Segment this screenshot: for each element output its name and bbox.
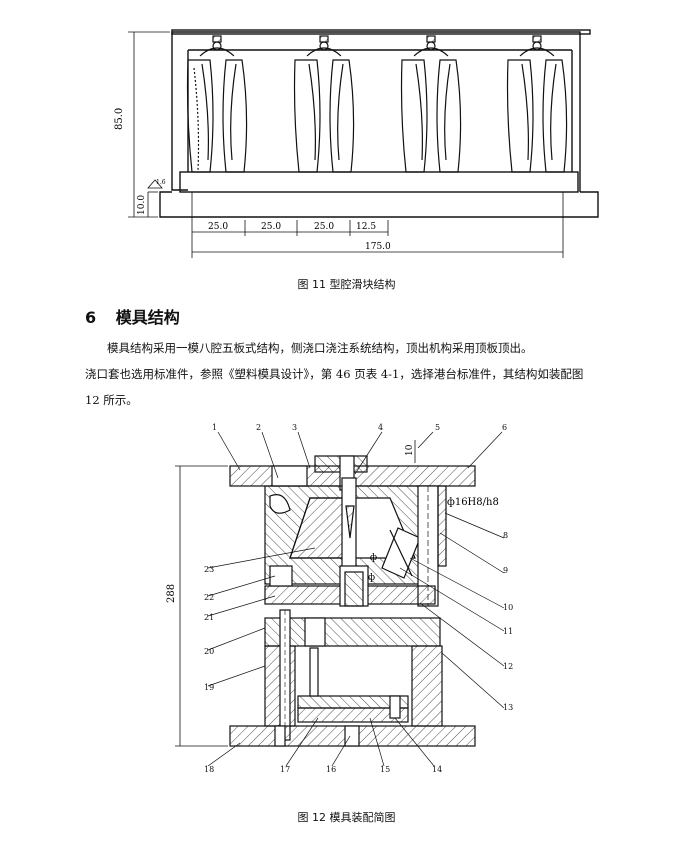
dim-width-3: 25.0 [314,222,334,232]
dim-width-1: 25.0 [208,222,228,232]
callout-labels: 1 2 3 4 5 6 8 9 10 11 12 13 14 15 16 17 … [204,423,513,774]
callout-leaders [207,431,505,767]
cavity-group-1 [186,35,248,173]
paragraph-line-3: 12 所示。 [85,393,138,407]
dim-width-total: 175.0 [365,242,391,252]
callout-14: 14 [432,765,442,774]
roughness-symbol: 1.6 [156,179,166,186]
cavity-group-4 [506,35,568,173]
mold-assembly [229,455,476,747]
callout-21: 21 [204,613,214,622]
figure-12-caption: 图 12 模具装配简图 [297,811,396,824]
callout-1: 1 [212,423,217,432]
dim-height-base: 10.0 [137,195,147,215]
dim-overall-height: 288 [166,584,177,603]
callout-17: 17 [280,765,290,774]
callout-18: 18 [204,765,214,774]
paragraph-line-2: 浇口套也选用标准件，参照《塑料模具设计》，第 46 页表 4-1，选择港台标准件… [85,367,584,381]
vertical-dimensions [128,31,170,218]
callout-9: 9 [503,566,508,575]
callout-16: 16 [326,765,336,774]
callout-2: 2 [256,423,261,432]
callout-4: 4 [378,423,383,432]
callout-19: 19 [204,683,214,692]
callout-11: 11 [503,627,513,636]
section-title: 模具结构 [115,308,180,327]
callout-20: 20 [204,647,214,656]
height-dimension [175,440,416,747]
inner-note-1: ф [370,553,377,563]
section-heading: 6 模具结构 [85,304,180,328]
callout-13: 13 [503,703,513,712]
figure-11-drawing: 85.0 10.0 1.6 25.0 25.0 25.0 12.5 175.0 [114,29,599,258]
dim-width-4: 12.5 [356,222,376,232]
callout-5: 5 [435,423,440,432]
dim-height-total: 85.0 [114,108,125,130]
section-number: 6 [85,308,97,327]
cavity-group-2 [293,35,355,173]
inner-note-2: ф [368,573,375,583]
spacer-block-right [411,645,443,727]
callout-22: 22 [204,593,214,602]
horizontal-dimensions [191,192,564,258]
paragraph-line-1: 模具结构采用一模八腔五板式结构，侧浇口浇注系统结构，顶出机构采用顶板顶出。 [107,341,533,355]
callout-8: 8 [503,531,508,540]
support-plate [264,617,441,647]
callout-23: 23 [204,565,214,574]
dim-width-2: 25.0 [261,222,281,232]
figure-12-drawing: 288 10 ф16H8/h8 ф ф 1 2 3 4 5 6 8 [166,423,513,774]
callout-3: 3 [292,423,297,432]
ejector-plate [297,707,409,723]
figure-11-caption: 图 11 型腔滑块结构 [297,278,396,291]
callout-15: 15 [380,765,390,774]
fit-note: ф16H8/h8 [447,497,499,508]
callout-10: 10 [503,603,513,612]
slider-outline [159,29,599,218]
dim-top-offset: 10 [405,444,415,456]
callout-6: 6 [502,423,507,432]
cavity-group-3 [400,35,462,173]
callout-12: 12 [503,662,513,671]
body-paragraph: 模具结构采用一模八腔五板式结构，侧浇口浇注系统结构，顶出机构采用顶板顶出。 浇口… [85,335,685,413]
